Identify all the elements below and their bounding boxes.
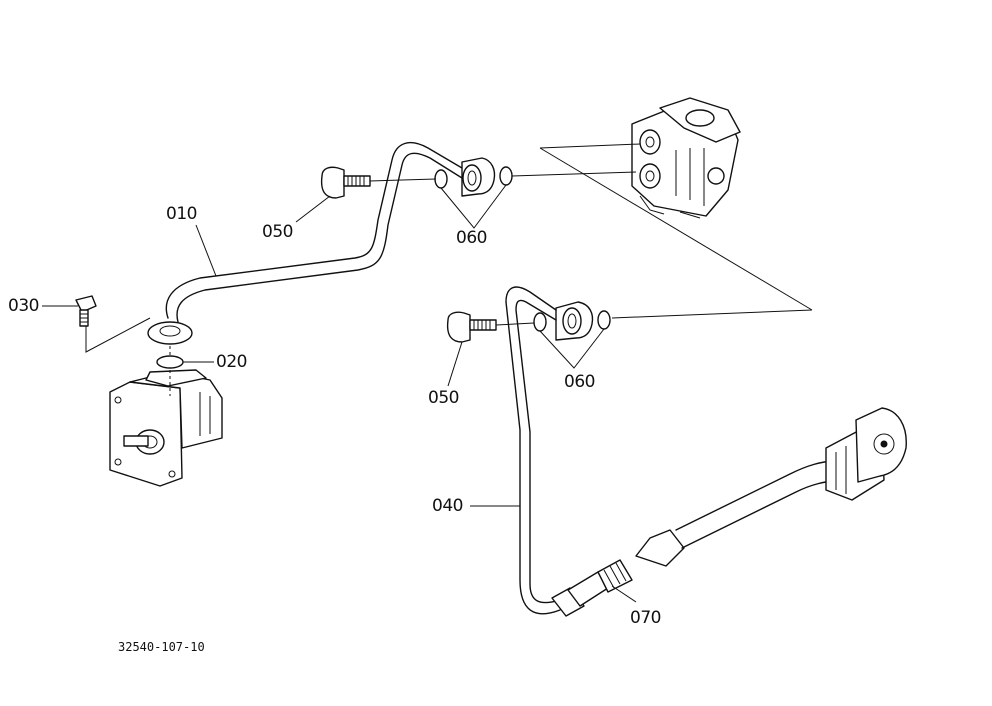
leader-lines xyxy=(42,143,813,603)
label-010: 010 xyxy=(166,204,197,224)
hydraulic-cylinder xyxy=(825,407,907,501)
banjo-bolt-050-top xyxy=(320,166,371,199)
o-ring-020 xyxy=(156,355,184,369)
label-060-bottom: 060 xyxy=(564,372,595,392)
diagram-reference-code: 32540-107-10 xyxy=(118,640,205,654)
label-020: 020 xyxy=(216,352,247,372)
pipe-010 xyxy=(147,141,463,345)
label-050-top: 050 xyxy=(262,222,293,242)
flange-bolt-030 xyxy=(75,295,97,327)
hose-fitting-070 xyxy=(551,559,633,617)
label-040: 040 xyxy=(432,496,463,516)
label-050-bottom: 050 xyxy=(428,388,459,408)
label-070: 070 xyxy=(630,608,661,628)
label-030: 030 xyxy=(8,296,39,316)
control-valve xyxy=(631,97,741,219)
pipe-040 xyxy=(505,286,561,615)
hydraulic-pump xyxy=(109,346,223,487)
banjo-connector-top xyxy=(461,157,496,197)
label-060-top: 060 xyxy=(456,228,487,248)
o-rings-060-bottom xyxy=(533,310,611,332)
hydraulic-hose xyxy=(635,459,839,567)
banjo-bolt-050-bottom xyxy=(446,311,497,343)
banjo-connector-bottom xyxy=(555,301,594,341)
